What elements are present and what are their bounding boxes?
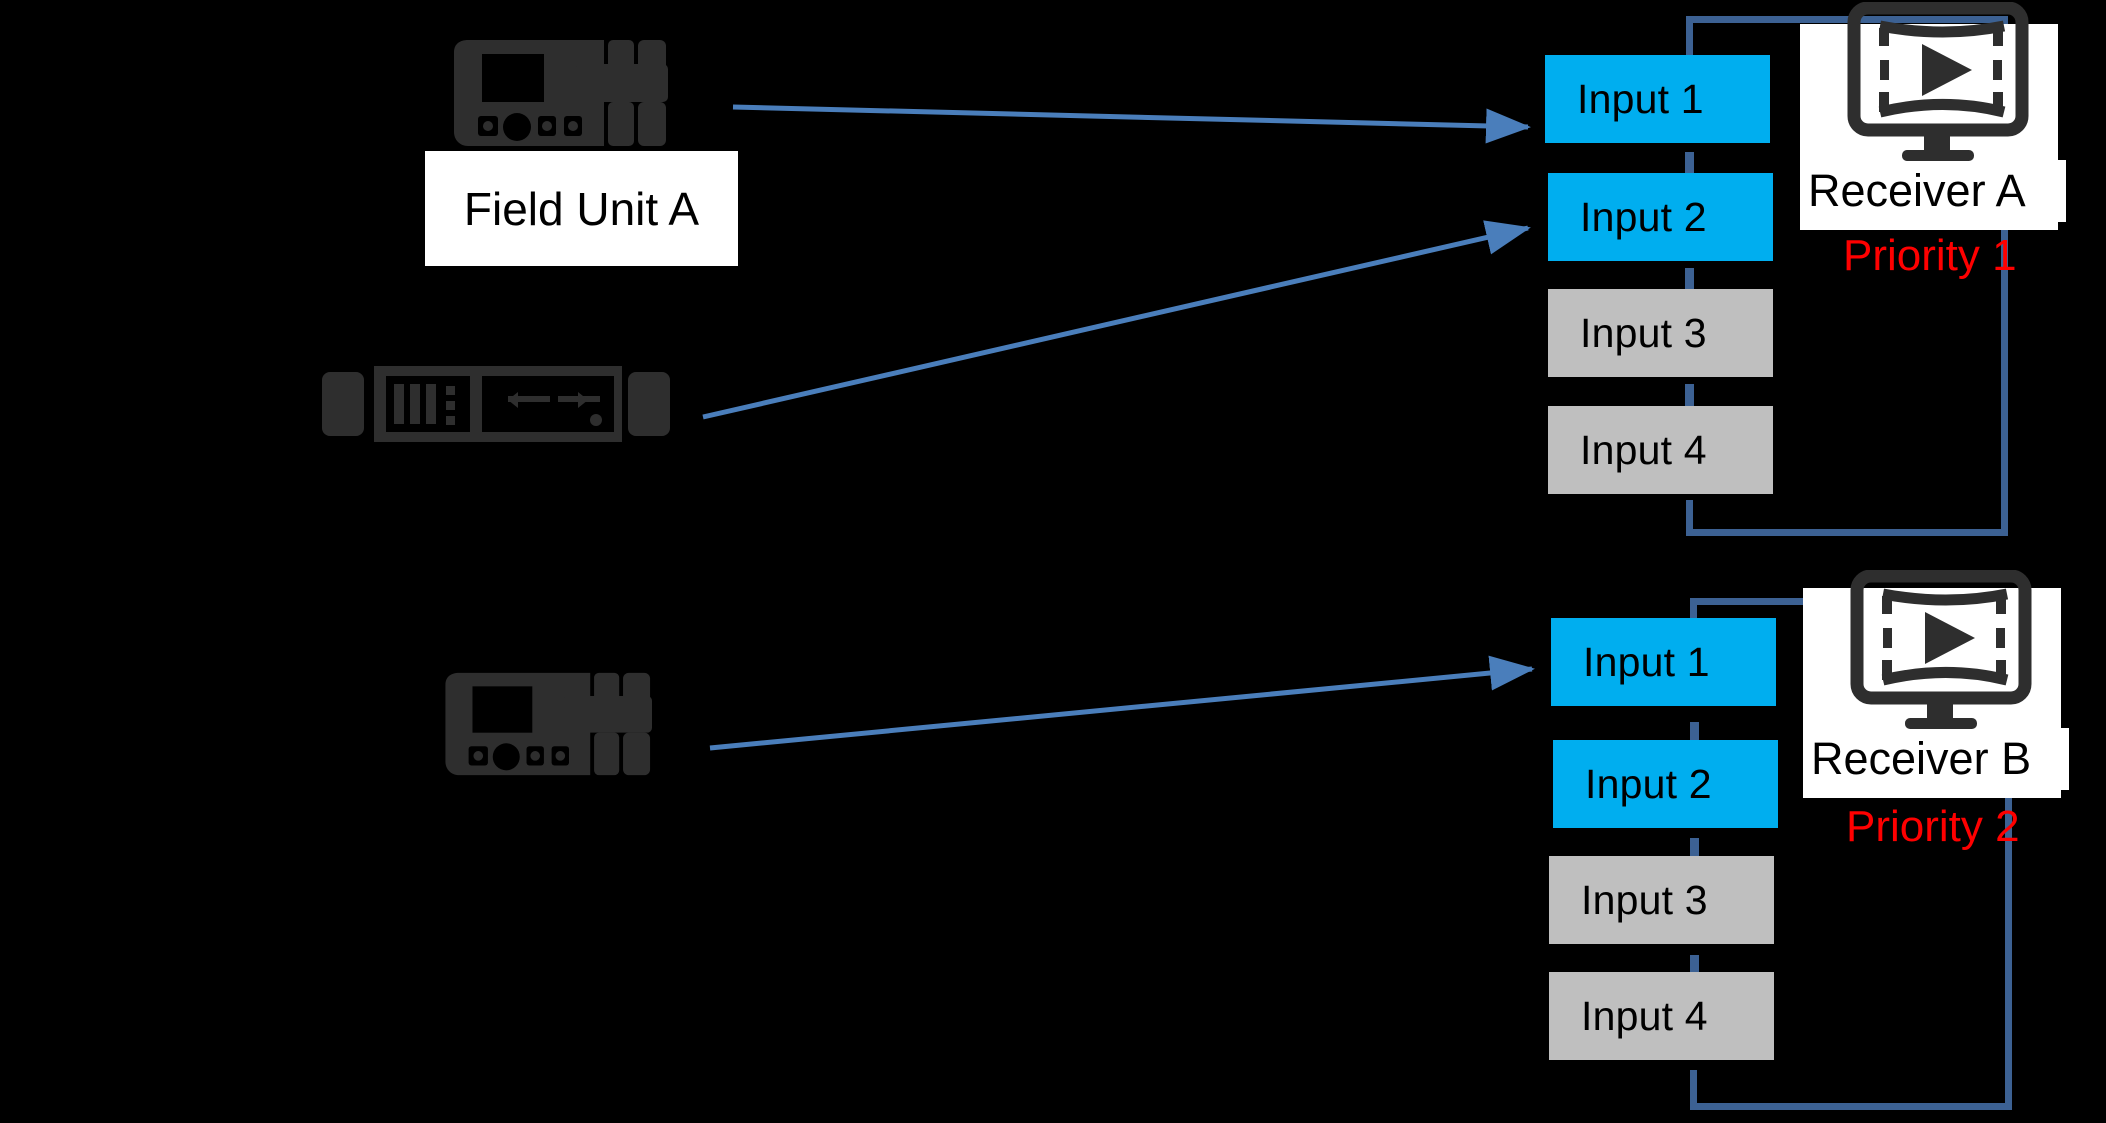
priority-text: Priority 2 [1846,802,2020,851]
arrow-field-unit-a-to-input-1 [732,104,1531,144]
receiver-b-input-1[interactable]: Input 1 [1551,618,1776,706]
receiver-a-name: Receiver A [1800,160,2066,222]
receiver-a-priority: Priority 1 [1843,234,2017,278]
receiver-a-feed-bottom [1686,529,2008,536]
receiver-b-input-spine-1 [1690,722,1699,744]
receiver-a-feed-stub-top [1686,16,1693,58]
receiver-a-input-spine-2 [1685,268,1694,290]
source-label-text: Field Unit A [463,182,700,235]
portable-transmitter-icon [454,40,668,146]
input-label: Input 3 [1581,876,1708,923]
input-label: Input 1 [1577,75,1704,122]
receiver-a-feed-top [1686,16,2008,23]
receiver-b-feed-right [2005,598,2012,1110]
receiver-name-text: Receiver A [1808,165,2026,216]
arrow-field-unit-b-to-input-1 [709,655,1535,751]
receiver-b-priority: Priority 2 [1846,805,2020,849]
receiver-b-name: Receiver B [1803,728,2069,790]
receiver-a-feed-stub-bottom [1686,500,1693,536]
receiver-b-input-spine-3 [1690,955,1699,977]
receiver-a-input-spine-3 [1685,384,1694,406]
input-label: Input 3 [1580,309,1707,356]
receiver-a-input-3[interactable]: Input 3 [1548,289,1773,377]
portable-transmitter-icon [445,672,652,776]
input-label: Input 1 [1583,638,1710,685]
receiver-name-text: Receiver B [1811,733,2032,784]
receiver-b-input-2[interactable]: Input 2 [1553,740,1778,828]
receiver-a-input-4[interactable]: Input 4 [1548,406,1773,494]
input-label: Input 4 [1581,992,1708,1039]
receiver-b-input-4[interactable]: Input 4 [1549,972,1774,1060]
arrow-rack-encoder-to-input-2 [702,220,1531,420]
monitor-play-icon [1847,2,2029,161]
priority-text: Priority 1 [1843,231,2017,280]
source-label-field-unit-a: Field Unit A [425,151,738,266]
receiver-a-input-spine-1 [1685,152,1694,174]
rack-encoder-icon [322,366,670,442]
receiver-b-feed-bottom [1690,1103,2012,1110]
input-label: Input 2 [1585,760,1712,807]
receiver-b-input-spine-2 [1690,838,1699,860]
receiver-a-feed-right [2001,16,2008,536]
receiver-b-feed-stub-bottom [1690,1070,1697,1110]
receiver-a-input-2[interactable]: Input 2 [1548,173,1773,261]
receiver-b-input-3[interactable]: Input 3 [1549,856,1774,944]
input-label: Input 2 [1580,193,1707,240]
input-label: Input 4 [1580,426,1707,473]
receiver-a-input-1[interactable]: Input 1 [1545,55,1770,143]
monitor-play-icon [1850,570,2032,729]
